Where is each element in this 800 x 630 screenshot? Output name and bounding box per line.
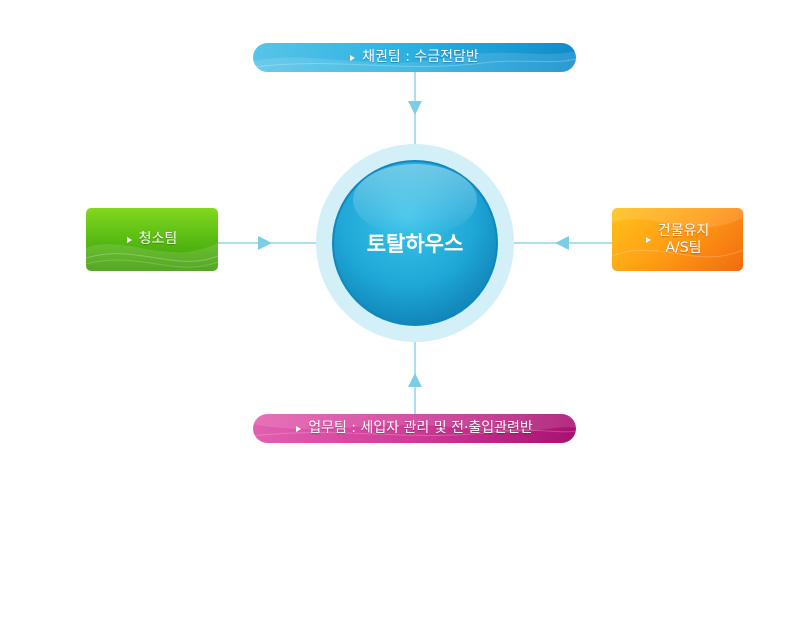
node-admin-team: 업무팀 : 세입자 관리 및 전·출입관련반	[253, 414, 576, 443]
node-maintenance-team: 건물유지 A/S팀	[612, 208, 743, 271]
node-maintenance-team-line1: 건물유지	[657, 222, 710, 239]
wave-decoration	[253, 51, 576, 72]
node-collection-team-label: 채권팀 : 수금전담반	[362, 49, 479, 65]
node-cleaning-team: 청소팀	[86, 208, 218, 271]
bullet-triangle-icon	[126, 236, 132, 243]
bullet-triangle-icon	[350, 54, 356, 61]
node-collection-team: 채권팀 : 수금전담반	[253, 43, 576, 72]
wave-decoration	[253, 414, 576, 437]
wave-decoration	[86, 243, 218, 271]
node-cleaning-team-label: 청소팀	[138, 231, 178, 247]
arrow-left-icon	[258, 236, 272, 250]
arrow-bottom-icon	[408, 373, 422, 387]
bullet-triangle-icon	[296, 425, 302, 432]
bullet-triangle-icon	[645, 236, 651, 243]
node-admin-team-label: 업무팀 : 세입자 관리 및 전·출입관련반	[308, 420, 533, 436]
arrow-right-icon	[555, 236, 569, 250]
arrow-top-icon	[408, 101, 422, 115]
wave-decoration	[612, 208, 743, 258]
node-maintenance-team-line2: A/S팀	[665, 239, 702, 256]
center-label: 토탈하우스	[367, 232, 464, 256]
center-gloss	[353, 164, 477, 236]
